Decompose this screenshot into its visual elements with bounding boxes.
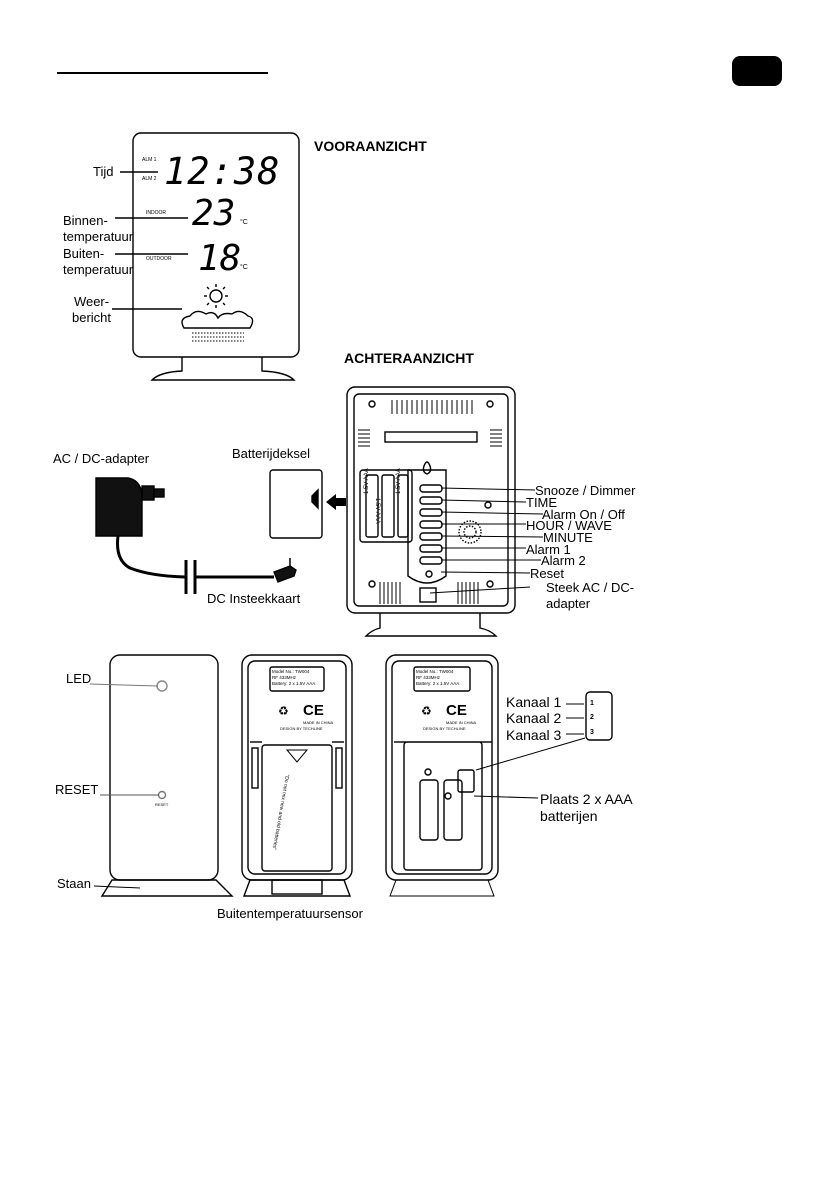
channel-num-3: 3 (590, 729, 594, 736)
label-alarm-2: Alarm 2 (541, 553, 586, 568)
indoor-unit: °C (240, 219, 248, 226)
ce-mark-1: CE (303, 702, 324, 719)
sensor-plate-2: Model No.: TW004 RF 433MHz Battery: 2 x … (416, 669, 460, 686)
channel-zoom (585, 691, 613, 741)
label-snooze-dimmer: Snooze / Dimmer (535, 483, 636, 498)
dc-plug (273, 565, 297, 583)
adapter-body (95, 477, 143, 537)
page-tab (732, 56, 782, 86)
sensor-back-open (385, 654, 499, 881)
label-reset-button: Reset (530, 566, 564, 581)
arrow-icon (326, 494, 346, 510)
front-stand (150, 357, 296, 381)
sensor-caption: Buitentemperatuursensor (217, 906, 363, 921)
alm2-indicator: ALM 2 (142, 176, 157, 182)
made-in-2: MADE IN CHINA (446, 720, 477, 725)
label-led: LED (66, 671, 92, 686)
battery-cover (269, 469, 323, 539)
sensor-front-stand (100, 879, 234, 897)
label-battery-install: Plaats 2 x AAA batterijen (540, 791, 633, 824)
indoor-tag: INDOOR (146, 210, 166, 216)
label-indoor-temp: Binnen- temperatuur (63, 213, 134, 244)
battery-compartment (359, 469, 413, 543)
channel-num-1: 1 (590, 700, 594, 707)
label-channel-1: Kanaal 1 (506, 694, 562, 710)
front-view-title: VOORAANZICHT (314, 138, 427, 154)
label-dc-plug: DC Insteekkaart (207, 591, 301, 606)
battery-text-3: 1.5V AAA (396, 468, 402, 494)
front-device (132, 132, 300, 358)
lcd-outdoor-temp: 18 (198, 238, 242, 279)
channel-num-2: 2 (590, 714, 594, 721)
adapter-cable (116, 535, 186, 579)
made-in-1: MADE IN CHINA (303, 720, 334, 725)
outdoor-tag: OUTDOOR (146, 256, 172, 262)
channel-switch (457, 769, 475, 793)
label-reset: RESET (55, 782, 99, 797)
back-view-title: ACHTERAANZICHT (344, 350, 474, 366)
lcd-indoor-temp: 23 (192, 193, 236, 234)
battery-cover-sensor (261, 744, 333, 872)
label-alarm-on-off: Alarm On / Off (542, 507, 625, 522)
control-panel (407, 469, 447, 584)
recycle-icon-1: ♻ (278, 704, 289, 718)
back-device (346, 386, 516, 614)
label-channel-3: Kanaal 3 (506, 727, 562, 743)
design-by-2: DESIGN BY TECHLINE (423, 726, 466, 731)
sensor-front (109, 654, 219, 881)
label-hour-wave: HOUR / WAVE (526, 518, 612, 533)
recycle-icon-2: ♻ (421, 704, 432, 718)
label-time-button: TIME (526, 495, 558, 510)
label-adapter-socket: Steek AC / DC- adapter (546, 580, 635, 611)
battery-text-2: 1.5V AAA (374, 498, 380, 524)
label-alarm-1: Alarm 1 (526, 542, 571, 557)
label-forecast: Weer- bericht (72, 294, 112, 325)
label-stand: Staan (57, 876, 91, 891)
sun-icon (204, 284, 228, 308)
sensor-reset-tag: RESET (155, 802, 169, 807)
rain-icon (192, 332, 244, 342)
sensor-plate-1: Model No.: TW004 RF 433MHz Battery: 2 x … (272, 669, 316, 686)
label-channel-2: Kanaal 2 (506, 710, 562, 726)
battery-text-1: 1.5V AAA (364, 468, 370, 494)
design-by-1: DESIGN BY TECHLINE (280, 726, 323, 731)
ce-mark-2: CE (446, 702, 467, 719)
lcd-time: 12:38 (164, 150, 281, 193)
outdoor-unit: °C (240, 264, 248, 271)
label-battery-cover: Batterijdeksel (232, 446, 311, 461)
label-adapter: AC / DC-adapter (53, 451, 150, 466)
label-outdoor-temp: Buiten- temperatuur (63, 246, 134, 277)
alm1-indicator: ALM 1 (142, 157, 157, 163)
back-stand (364, 613, 498, 637)
header-rule (57, 72, 268, 74)
speaker-grille (458, 520, 482, 544)
label-time: Tijd (93, 164, 114, 179)
label-minute: MINUTE (543, 530, 593, 545)
cloud-icon (181, 310, 254, 329)
